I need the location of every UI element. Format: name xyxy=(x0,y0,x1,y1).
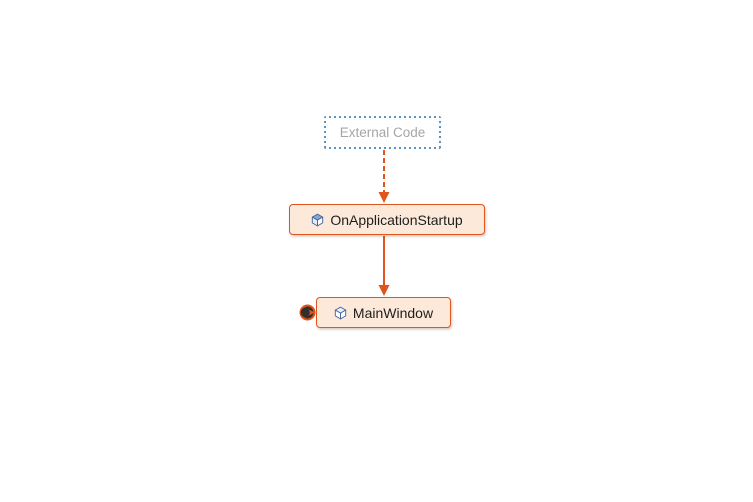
edge-external-to-onapplicationstartup[interactable] xyxy=(378,150,390,203)
node-mainwindow[interactable]: MainWindow xyxy=(316,297,451,328)
external-code-label: External Code xyxy=(339,125,426,140)
node-external-code[interactable]: External Code xyxy=(324,116,441,149)
incoming-link-badge[interactable] xyxy=(299,304,316,321)
onapplicationstartup-label: OnApplicationStartup xyxy=(330,211,463,228)
class-cube-icon xyxy=(334,306,347,320)
method-cube-icon xyxy=(311,213,324,227)
mainwindow-label: MainWindow xyxy=(352,304,434,321)
node-onapplicationstartup[interactable]: OnApplicationStartup xyxy=(289,204,485,235)
edge-onapplicationstartup-to-mainwindow[interactable] xyxy=(378,236,390,296)
